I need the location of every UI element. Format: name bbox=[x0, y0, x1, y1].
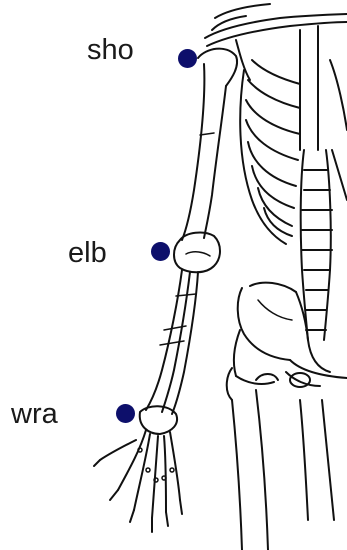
hand-bones bbox=[94, 406, 182, 532]
spine bbox=[300, 26, 347, 340]
pelvis bbox=[234, 283, 347, 387]
shoulder-girdle bbox=[205, 4, 347, 80]
humerus-bone bbox=[182, 49, 237, 240]
rib-cage bbox=[240, 60, 300, 244]
forearm-bones bbox=[146, 270, 198, 414]
elbow-marker bbox=[151, 242, 170, 261]
shoulder-label: sho bbox=[87, 36, 134, 65]
shoulder-marker bbox=[178, 49, 197, 68]
elbow-joint bbox=[174, 233, 220, 273]
wrist-label: wra bbox=[11, 400, 58, 429]
wrist-marker bbox=[116, 404, 135, 423]
femur-bone bbox=[227, 368, 334, 550]
elbow-label: elb bbox=[68, 239, 107, 268]
